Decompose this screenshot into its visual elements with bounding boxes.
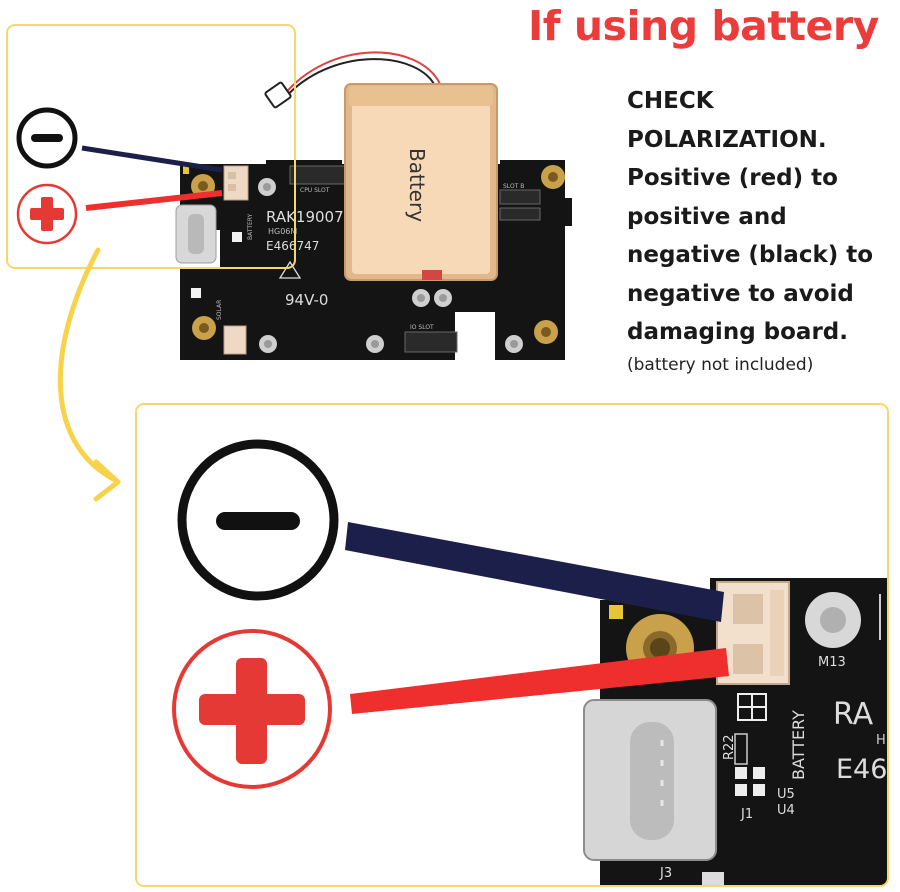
board-rating: 94V-0: [285, 291, 328, 309]
battery-pack: Battery: [344, 83, 498, 281]
solar-connector: [223, 325, 247, 355]
zoom-battery-label: BATTERY: [789, 710, 808, 780]
zoom-board: R22 BATTERY U5 U4 J1 J3 M13 RA H E46: [583, 578, 888, 886]
warning-line: positive and: [627, 203, 787, 230]
heading: If using battery: [528, 2, 879, 50]
negative-icon-large: [177, 439, 339, 601]
warning-line: Positive (red) to: [627, 165, 838, 191]
small-chip: [191, 288, 201, 298]
positive-icon-large: [172, 629, 332, 789]
warning-triangle: [278, 260, 302, 279]
positive-wire-large: [350, 648, 729, 714]
battery-wire-black: [282, 58, 437, 101]
warning-line: negative to avoid: [627, 280, 854, 307]
zoom-j1: J1: [740, 807, 753, 822]
warning-line: POLARIZATION.: [627, 126, 827, 153]
cpu-slot: [289, 165, 346, 185]
battery-plug: [264, 81, 292, 109]
negative-wire-large: [345, 522, 724, 622]
zoom-model: RA: [833, 697, 874, 732]
board-model: RAK19007 V: [266, 208, 359, 226]
board-solar-label: SOLAR: [216, 300, 223, 320]
pcb-cutout: [455, 312, 495, 360]
zoom-r22: R22: [722, 734, 737, 760]
warning-line: damaging board.: [627, 319, 848, 345]
positive-wire-small: [85, 190, 223, 211]
positive-icon-small: [16, 183, 78, 245]
board-sub: HG06M: [268, 227, 297, 236]
warning-line: CHECK: [627, 88, 714, 114]
warning-line: negative (black) to: [627, 242, 874, 268]
battery-wire-red: [282, 51, 441, 97]
board-code: E466747: [266, 239, 319, 253]
small-chip: [232, 232, 242, 242]
small-chip: [183, 166, 189, 174]
small-chip: [735, 784, 747, 796]
zoom-m13: M13: [818, 655, 846, 670]
battery-connector: [223, 165, 249, 201]
board-battery-label: BATTERY: [247, 213, 254, 240]
zoom-u4: U4: [777, 803, 795, 818]
board-slot-b-label: SLOT B: [503, 183, 524, 190]
io-slot: [404, 331, 458, 353]
battery-label: Battery: [405, 148, 429, 222]
negative-icon-small: [16, 107, 78, 169]
zoom-j3: J3: [659, 866, 672, 881]
small-callout-frame: [6, 24, 296, 269]
zoom-u5: U5: [777, 787, 795, 802]
slot-b: [499, 207, 541, 221]
polarity-warning: CHECK POLARIZATION. Positive (red) to po…: [627, 82, 899, 352]
curved-arrow: [57, 247, 118, 483]
zoom-code: E46: [836, 754, 887, 785]
zoom-callout-frame: [135, 403, 889, 887]
small-chip: [753, 784, 765, 796]
board-io-label: IO SLOT: [410, 324, 434, 331]
pcb-cutout: [260, 268, 380, 360]
arrow-head: [93, 459, 121, 502]
zoom-sub: H: [876, 733, 886, 748]
slot-b: [499, 189, 541, 205]
battery-note: (battery not included): [627, 355, 814, 375]
small-chip: [609, 605, 623, 619]
battery-tab: [422, 270, 442, 280]
small-chip: [735, 767, 747, 779]
board-cpu-label: CPU SLOT: [300, 187, 330, 194]
negative-wire-small: [81, 145, 223, 173]
small-chip: [753, 767, 765, 779]
